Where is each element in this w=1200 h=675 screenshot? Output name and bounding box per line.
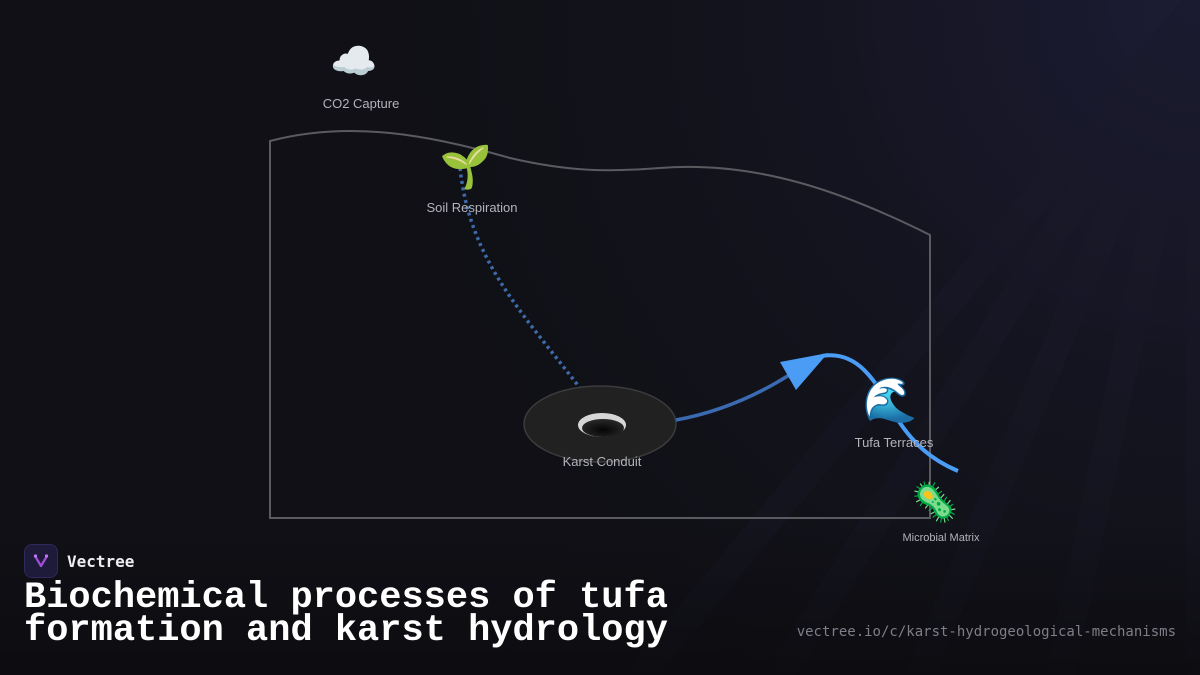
arrowhead-icon <box>780 353 828 390</box>
connector-karst-tufa <box>675 366 801 422</box>
soil-respiration-node: 🌱 Soil Respiration <box>426 142 517 215</box>
page-title: Biochemical processes of tufa formation … <box>24 577 668 652</box>
microbial-matrix-label: Microbial Matrix <box>902 532 980 544</box>
vectree-logo-icon <box>24 544 58 578</box>
karst-conduit-label: Karst Conduit <box>563 454 642 469</box>
terrain-outline <box>269 130 931 519</box>
microbial-matrix-node: 🦠 Microbial Matrix <box>902 480 980 544</box>
source-url[interactable]: vectree.io/c/karst-hydrogeological-mecha… <box>796 624 1176 640</box>
brand: Vectree <box>24 544 134 578</box>
karst-conduit-node: Karst Conduit <box>523 385 677 469</box>
tufa-terraces-node: 🌊 Tufa Terraces <box>855 375 934 450</box>
brand-name: Vectree <box>67 551 135 571</box>
seedling-icon: 🌱 <box>440 142 492 191</box>
wave-icon: 🌊 <box>863 375 918 426</box>
connector-soil-karst <box>458 167 582 390</box>
soil-respiration-label: Soil Respiration <box>426 200 517 215</box>
co2-capture-node: ☁️ CO2 Capture <box>323 39 400 111</box>
microbe-icon: 🦠 <box>911 480 958 524</box>
co2-capture-label: CO2 Capture <box>323 96 400 111</box>
connector-tufa-microbe <box>821 353 959 473</box>
tufa-terraces-label: Tufa Terraces <box>855 435 934 450</box>
cloud-icon: ☁️ <box>330 39 377 83</box>
